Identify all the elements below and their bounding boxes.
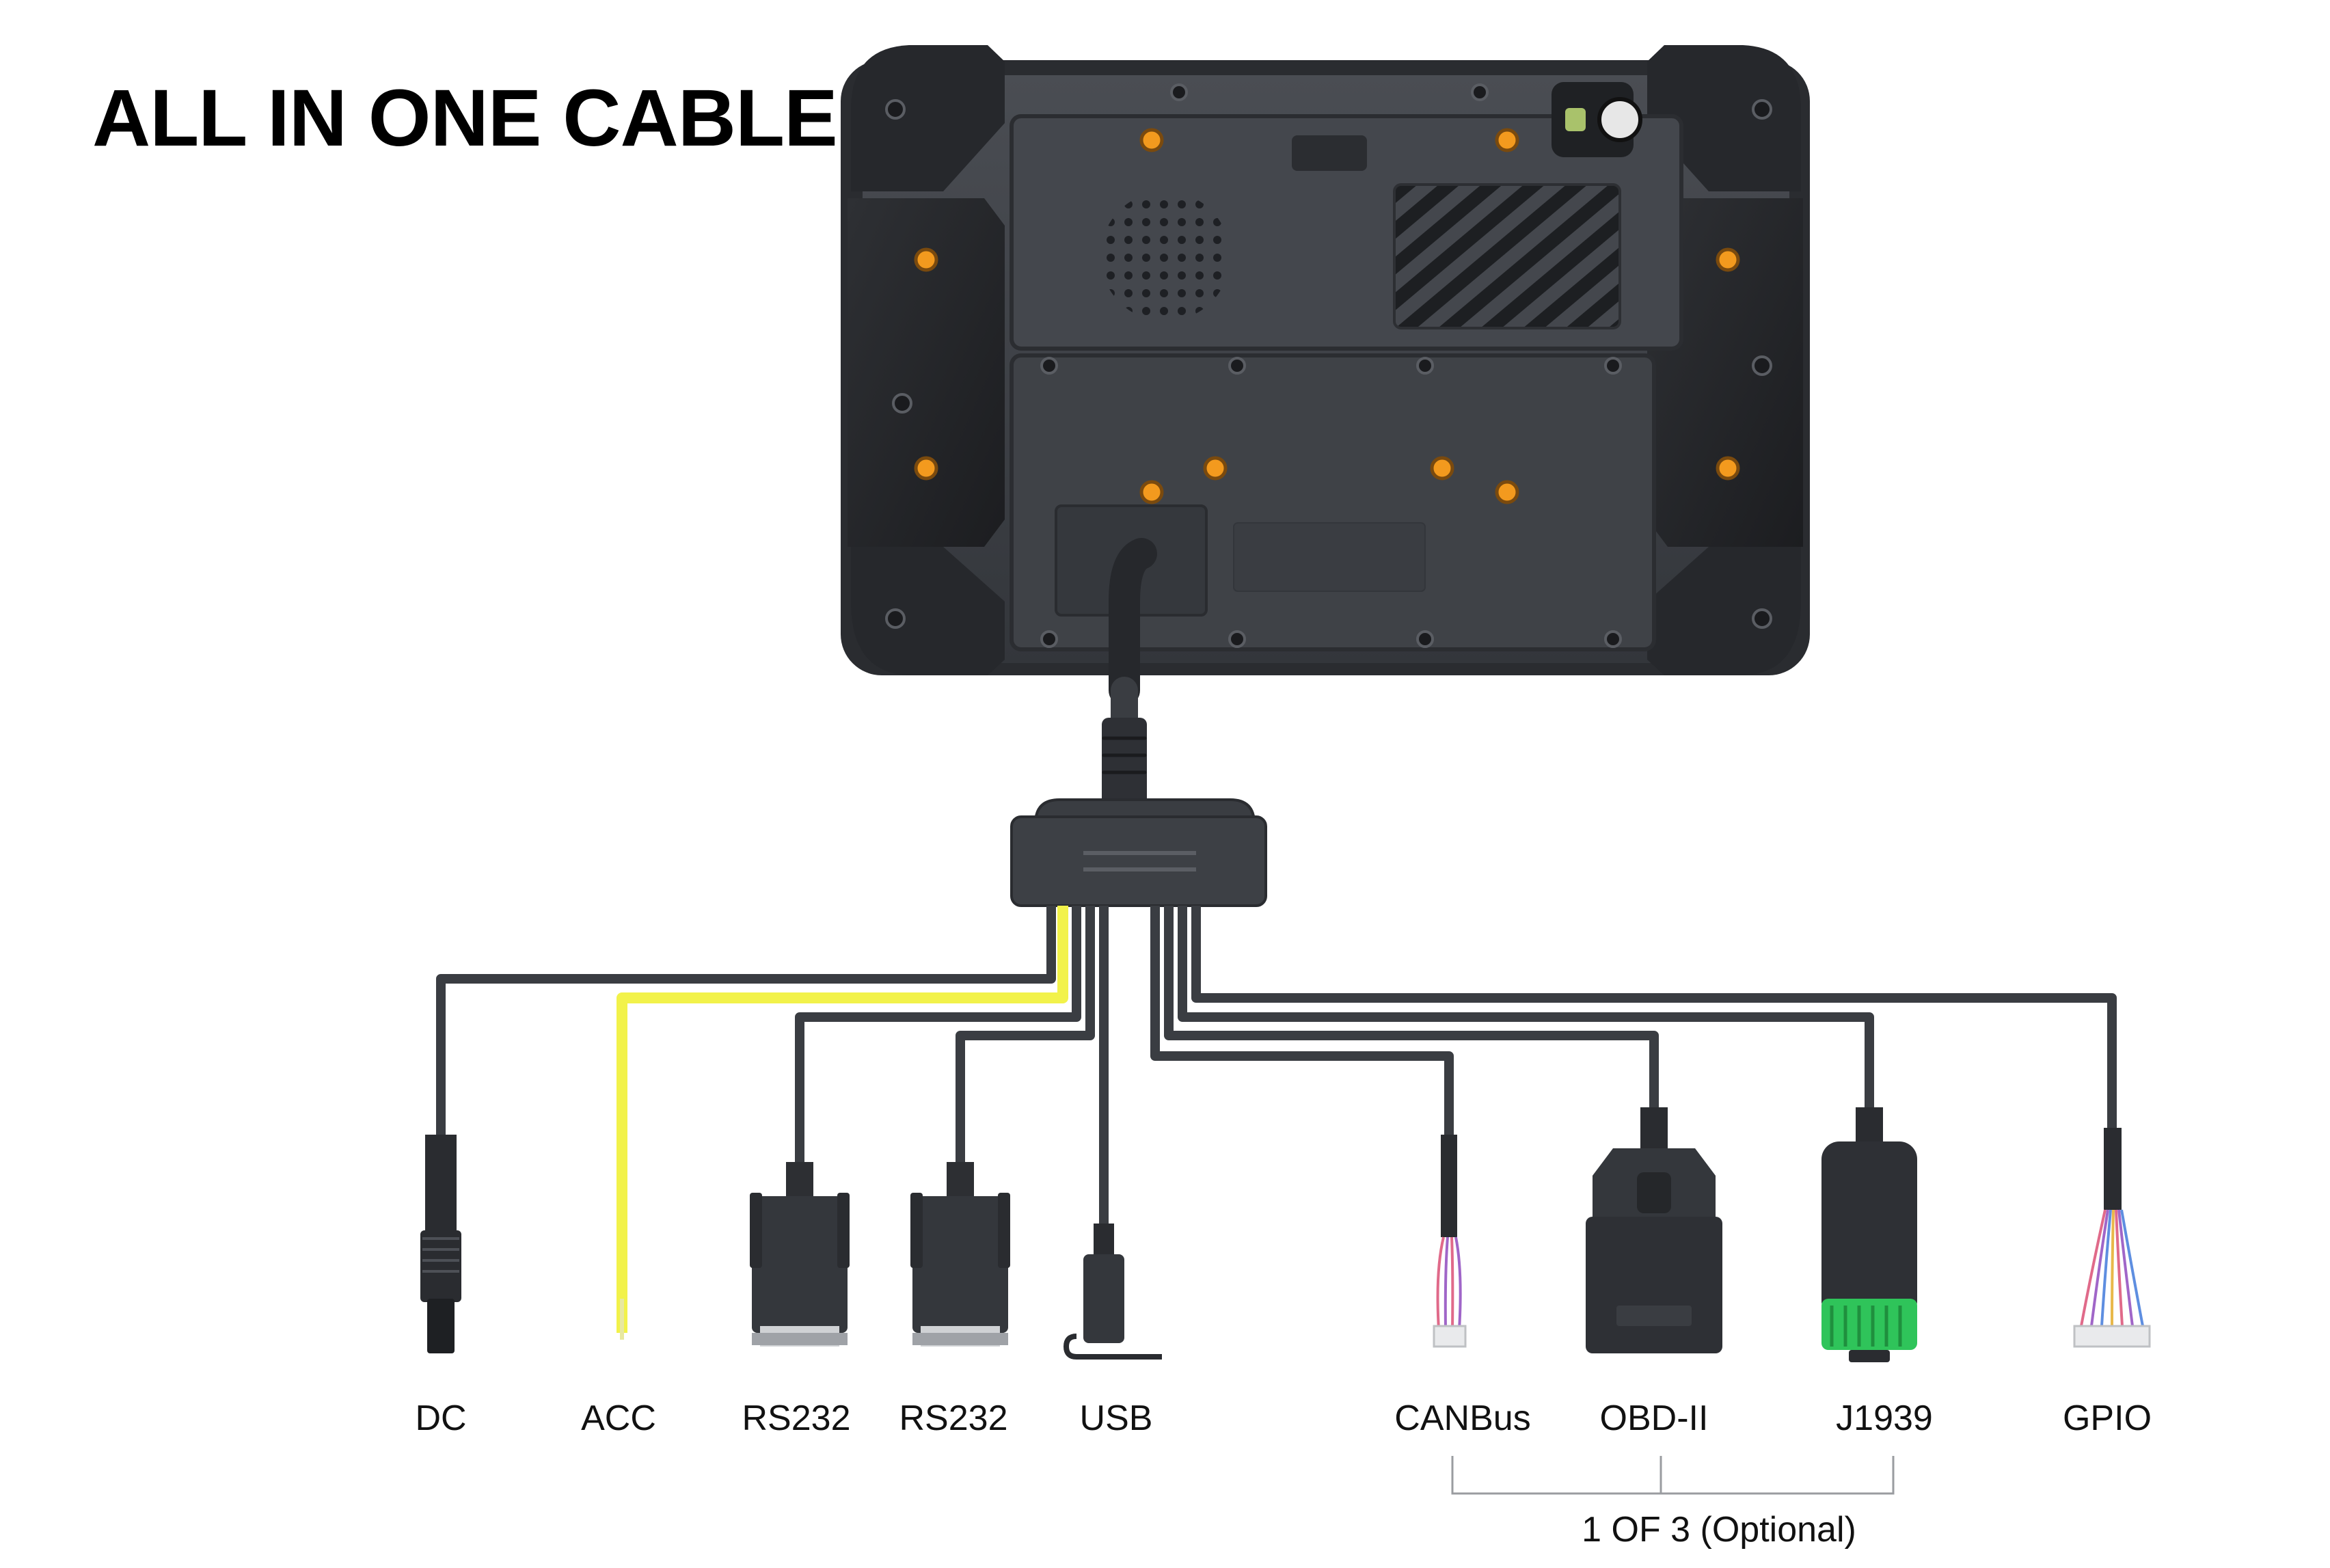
main-cable [1102, 538, 1157, 813]
canbus-connector [1433, 1135, 1467, 1348]
rs232-connector-b [910, 1162, 1010, 1347]
label-acc: ACC [581, 1398, 656, 1438]
label-gpio: GPIO [2063, 1398, 2152, 1438]
page-title: ALL IN ONE CABLE [92, 73, 838, 163]
rs232-connector-a [750, 1162, 850, 1347]
camera-lens-icon [1597, 97, 1642, 142]
optional-bracket [1451, 1456, 1895, 1495]
label-dc: DC [415, 1398, 466, 1438]
dc-connector [420, 1135, 461, 1353]
optional-note: 1 OF 3 (Optional) [1582, 1510, 1856, 1550]
vent-grille-icon [1393, 183, 1621, 329]
j1939-connector [1821, 1107, 1917, 1362]
connector-labels: DC ACC RS232 RS232 USB CANBus OBD-II J19… [415, 1398, 2152, 1438]
branch-wires [436, 906, 2117, 1333]
accent-screws [914, 128, 1740, 504]
obd2-connector [1586, 1107, 1722, 1353]
tablet-device [841, 45, 1810, 675]
splitter-hub [1010, 798, 1267, 907]
label-rs232-a: RS232 [742, 1398, 851, 1438]
label-j1939: J1939 [1836, 1398, 1933, 1438]
label-rs232-b: RS232 [899, 1398, 1008, 1438]
speaker-grille-icon [1100, 191, 1230, 321]
usb-connector [1063, 1224, 1162, 1360]
label-usb: USB [1080, 1398, 1153, 1438]
gpio-connector [2073, 1128, 2151, 1348]
label-canbus: CANBus [1394, 1398, 1530, 1438]
label-obd2: OBD-II [1600, 1398, 1709, 1438]
